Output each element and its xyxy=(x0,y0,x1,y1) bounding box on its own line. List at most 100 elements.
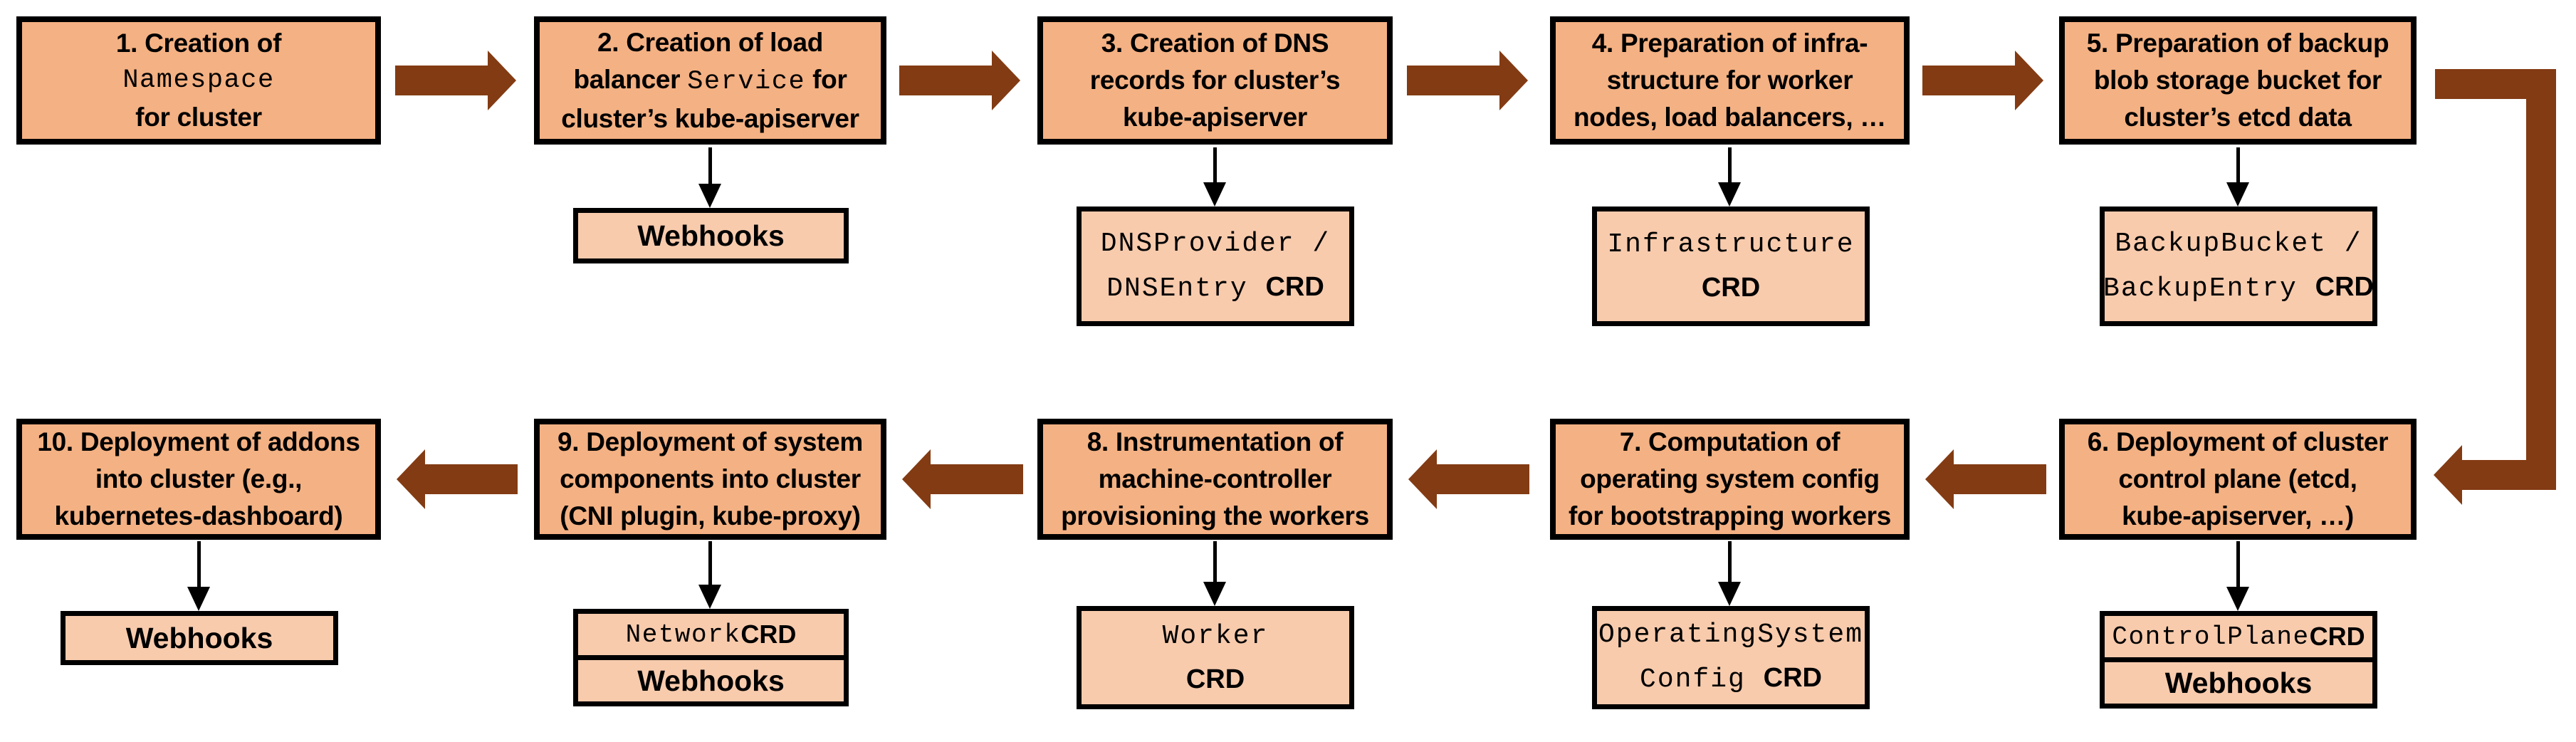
down-arrowhead-icon xyxy=(698,184,721,208)
webhooks-label: Webhooks xyxy=(125,622,273,654)
flow-arrow-left-7-8 xyxy=(1408,449,1529,509)
text-segment-mono: Network xyxy=(625,620,741,649)
elbow-connector-vertical xyxy=(2526,69,2556,490)
crd-label: CRD xyxy=(1763,663,1822,693)
down-arrowhead-icon xyxy=(187,587,210,611)
sub-box-backup-crd: BackupBucket / BackupEntry CRD xyxy=(2100,207,2377,326)
text-line: DNSEntry CRD xyxy=(1106,266,1324,310)
text-line: balancer Service for xyxy=(573,61,847,100)
text-line: records for cluster’s xyxy=(1089,66,1341,95)
text-line: 2. Creation of load xyxy=(597,27,824,57)
crd-label: CRD xyxy=(1185,664,1245,694)
text-line: cluster’s etcd data xyxy=(2124,103,2352,132)
step-box-5: 5. Preparation of backup blob storage bu… xyxy=(2059,16,2417,145)
flow-arrow-right-3-4 xyxy=(1407,51,1528,110)
sub-box-controlplane-crd: ControlPlane CRD xyxy=(2100,611,2377,662)
text-line-mono: DNSProvider / xyxy=(1100,228,1331,259)
text-segment: for xyxy=(805,64,847,94)
text-line: into cluster (e.g., xyxy=(95,464,303,493)
down-connector-line-6 xyxy=(2236,541,2240,587)
down-connector-line-7 xyxy=(1728,541,1732,582)
text-line: 8. Instrumentation of xyxy=(1087,427,1344,456)
text-line: 10. Deployment of addons xyxy=(37,427,360,456)
text-line-mono: Namespace xyxy=(122,66,275,95)
down-arrowhead-icon xyxy=(698,585,721,609)
down-connector-line-3 xyxy=(1213,147,1217,183)
text-line: 5. Preparation of backup xyxy=(2086,28,2389,58)
text-line: blob storage bucket for xyxy=(2093,66,2382,95)
sub-box-dns-crd: DNSProvider / DNSEntry CRD xyxy=(1077,207,1354,326)
sub-box-infrastructure-crd: Infrastructure CRD xyxy=(1592,207,1870,326)
down-arrowhead-icon xyxy=(2226,182,2249,207)
down-connector-line-10 xyxy=(197,541,201,587)
sub-box-worker-crd: Worker CRD xyxy=(1077,606,1354,709)
step-box-2: 2. Creation of load balancer Service for… xyxy=(534,16,886,145)
sub-box-webhooks-2: Webhooks xyxy=(573,208,849,263)
down-arrowhead-icon xyxy=(1718,182,1741,207)
sub-box-webhooks-10: Webhooks xyxy=(61,611,338,665)
text-line: structure for worker xyxy=(1606,66,1853,95)
text-line: components into cluster xyxy=(560,464,861,493)
text-line: cluster’s kube-apiserver xyxy=(561,103,859,133)
sub-box-webhooks-6: Webhooks xyxy=(2100,657,2377,709)
text-line: operating system config xyxy=(1580,464,1880,493)
crd-label: CRD xyxy=(2315,271,2374,302)
text-line: kube-apiserver xyxy=(1122,103,1308,132)
down-arrowhead-icon xyxy=(1718,582,1741,606)
down-connector-line-5 xyxy=(2236,147,2240,183)
step-box-1: 1. Creation of Namespace for cluster xyxy=(16,16,381,145)
step-box-6: 6. Deployment of cluster control plane (… xyxy=(2059,419,2417,540)
text-line-mono: BackupBucket / xyxy=(2115,228,2362,259)
down-connector-line-9 xyxy=(708,541,712,585)
crd-label: CRD xyxy=(2309,622,2365,651)
down-connector-line-8 xyxy=(1213,541,1217,582)
text-line: for bootstrapping workers xyxy=(1569,501,1891,531)
text-segment: balancer xyxy=(573,64,688,94)
flow-arrow-left-8-9 xyxy=(902,449,1023,509)
step-box-10: 10. Deployment of addons into cluster (e… xyxy=(16,419,381,540)
crd-label: CRD xyxy=(1265,271,1324,302)
flow-arrow-right-4-5 xyxy=(1922,51,2043,110)
webhooks-label: Webhooks xyxy=(637,664,785,697)
sub-box-network-crd: Network CRD xyxy=(573,609,849,660)
text-line: control plane (etcd, xyxy=(2118,464,2357,493)
text-line: provisioning the workers xyxy=(1061,501,1369,531)
text-line: kubernetes-dashboard) xyxy=(54,501,343,531)
step-box-4: 4. Preparation of infra- structure for w… xyxy=(1550,16,1910,145)
flow-arrow-left-6-7 xyxy=(1925,449,2046,509)
text-segment-mono: DNSEntry xyxy=(1106,273,1266,304)
sub-box-webhooks-9: Webhooks xyxy=(573,655,849,706)
text-line: Config CRD xyxy=(1640,657,1822,701)
text-line: 4. Preparation of infra- xyxy=(1591,28,1868,58)
text-line: 6. Deployment of cluster xyxy=(2087,427,2389,456)
text-line: BackupEntry CRD xyxy=(2103,266,2374,310)
down-arrowhead-icon xyxy=(1203,182,1226,207)
text-line: 1. Creation of xyxy=(115,28,282,58)
down-connector-line-2 xyxy=(708,147,712,184)
left-arrowhead-icon xyxy=(2434,445,2462,505)
text-segment-mono: ControlPlane xyxy=(2112,622,2310,652)
webhooks-label: Webhooks xyxy=(2164,666,2313,699)
text-line: 3. Creation of DNS xyxy=(1101,28,1329,58)
flow-arrow-right-1-2 xyxy=(395,51,516,110)
text-line: kube-apiserver, …) xyxy=(2122,501,2354,531)
step-box-8: 8. Instrumentation of machine-controller… xyxy=(1037,419,1393,540)
sub-stack-controlplane: ControlPlane CRD Webhooks xyxy=(2100,611,2377,709)
sub-box-operatingsystemconfig-crd: OperatingSystem Config CRD xyxy=(1592,606,1870,709)
text-line: 7. Computation of xyxy=(1619,427,1841,456)
flow-arrow-left-9-10 xyxy=(397,449,518,509)
text-line: nodes, load balancers, … xyxy=(1574,103,1886,132)
down-arrowhead-icon xyxy=(1203,582,1226,606)
step-box-9: 9. Deployment of system components into … xyxy=(534,419,886,540)
text-segment-mono: Service xyxy=(687,66,806,97)
text-line: (CNI plugin, kube-proxy) xyxy=(560,501,861,531)
text-segment-mono: BackupEntry xyxy=(2103,273,2315,304)
elbow-connector-shaft xyxy=(2462,460,2556,490)
text-line: 9. Deployment of system xyxy=(557,427,863,456)
sub-stack-network: Network CRD Webhooks xyxy=(573,609,849,706)
text-line-mono: Infrastructure xyxy=(1607,229,1855,260)
crd-label: CRD xyxy=(740,620,797,649)
down-arrowhead-icon xyxy=(2226,587,2249,611)
webhooks-label: Webhooks xyxy=(637,219,785,252)
